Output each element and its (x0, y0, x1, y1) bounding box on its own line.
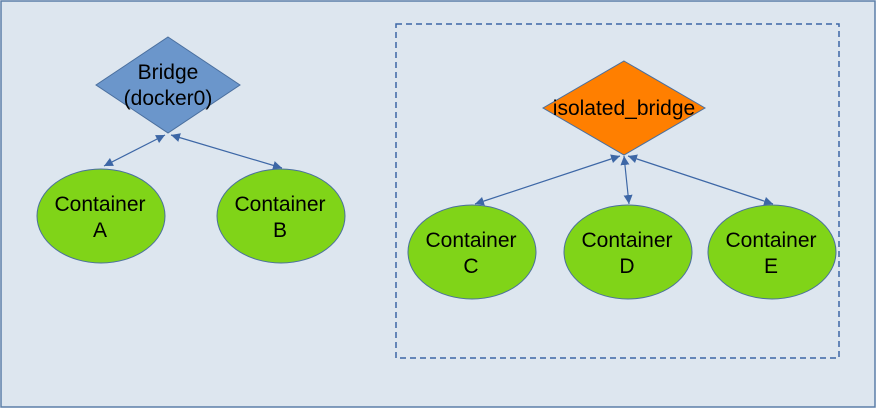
container-e-ellipse (707, 204, 837, 300)
container-e-label-line1: Container (725, 229, 816, 252)
container-c-ellipse (407, 204, 537, 300)
container-a-ellipse (36, 168, 166, 264)
container-b-ellipse (216, 168, 346, 264)
bridge-label-line2: (docker0) (124, 87, 213, 110)
container-b-node: Container B (216, 168, 346, 264)
container-b-label-line1: Container (234, 193, 325, 216)
container-c-label-line1: Container (425, 229, 516, 252)
container-a-label-line2: A (93, 219, 107, 242)
container-e-node: Container E (707, 204, 837, 300)
container-d-label-line2: D (619, 255, 634, 278)
edge-bridge-to-container-b (170, 133, 283, 170)
bridge-label-line1: Bridge (138, 61, 199, 84)
container-a-node: Container A (36, 168, 166, 264)
container-d-node: Container D (563, 204, 693, 300)
container-e-label-line2: E (764, 255, 778, 278)
container-c-node: Container C (407, 204, 537, 300)
isolated-bridge-diamond-icon (542, 60, 706, 156)
bridge-diamond-icon (95, 36, 241, 134)
edge-isolated-bridge-to-container-c (474, 154, 621, 206)
container-b-label-line2: B (273, 219, 287, 242)
isolated-network-boundary (395, 23, 840, 359)
edge-bridge-to-container-a (103, 134, 166, 167)
isolated-bridge-label: isolated_bridge (553, 97, 695, 120)
bridge-node: Bridge (docker0) (95, 36, 241, 134)
container-d-label-line1: Container (581, 229, 672, 252)
container-a-label-line1: Container (54, 193, 145, 216)
isolated-bridge-node: isolated_bridge (542, 60, 706, 156)
container-c-label-line2: C (463, 255, 478, 278)
edge-isolated-bridge-to-container-e (627, 154, 774, 206)
container-d-ellipse (563, 204, 693, 300)
